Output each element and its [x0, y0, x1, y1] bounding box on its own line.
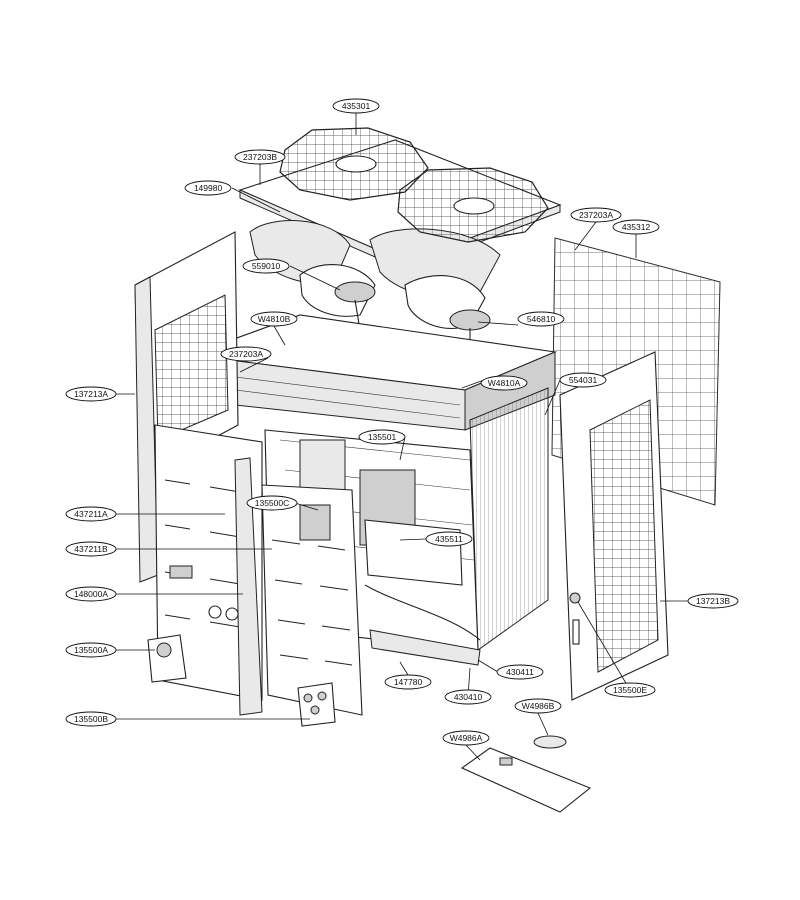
callout-237203A-mid-text: 237203A	[229, 349, 263, 359]
callout-237203A-mid: 237203A	[220, 346, 272, 362]
callout-W4986A-text: W4986A	[450, 733, 483, 743]
callout-559010-text: 559010	[252, 261, 281, 271]
callout-237203B: 237203B	[234, 149, 286, 165]
callout-437211B-text: 437211B	[74, 544, 108, 554]
callout-135501: 135501	[358, 429, 406, 445]
callout-148000A-text: 148000A	[74, 589, 108, 599]
callout-237203B-text: 237203B	[243, 152, 277, 162]
callout-W4810B: W4810B	[250, 311, 298, 327]
callout-137213A-text: 137213A	[74, 389, 108, 399]
callout-135501-text: 135501	[368, 432, 397, 442]
callout-430411: 430411	[496, 664, 544, 680]
part-callouts: 435301 237203B 149980 237203A 435312 559…	[65, 98, 739, 746]
service-covers	[147, 634, 336, 727]
callout-135500A-text: 135500A	[74, 645, 108, 655]
rubber-pad	[533, 735, 567, 749]
callout-W4986B-text: W4986B	[522, 701, 555, 711]
base-plate	[460, 747, 592, 813]
callout-135500A: 135500A	[65, 642, 117, 658]
callout-435511: 435511	[425, 531, 473, 547]
callout-437211B: 437211B	[65, 541, 117, 557]
front-door-panel	[234, 457, 263, 716]
callout-546810: 546810	[517, 311, 565, 327]
callout-435511-text: 435511	[435, 534, 463, 544]
callout-149980: 149980	[184, 180, 232, 196]
callout-135500B: 135500B	[65, 711, 117, 727]
callout-435312: 435312	[612, 219, 660, 235]
callout-135500E: 135500E	[604, 682, 656, 698]
callout-437211A: 437211A	[65, 506, 117, 522]
callout-546810-text: 546810	[527, 314, 556, 324]
callout-435301: 435301	[332, 98, 380, 114]
callout-430410: 430410	[444, 689, 492, 705]
front-panel-right	[261, 484, 363, 716]
right-side-panel	[559, 351, 669, 701]
cabinet-body	[189, 314, 558, 666]
callout-554031: 554031	[559, 372, 607, 388]
callout-135500E-text: 135500E	[613, 685, 647, 695]
callout-430411-text: 430411	[506, 667, 534, 677]
callout-W4810A-text: W4810A	[488, 378, 521, 388]
callout-237203A-top: 237203A	[570, 207, 622, 223]
callout-W4810B-text: W4810B	[258, 314, 291, 324]
callout-137213B: 137213B	[687, 593, 739, 609]
callout-237203A-top-text: 237203A	[579, 210, 613, 220]
callout-147780-text: 147780	[394, 677, 423, 687]
callout-147780: 147780	[384, 674, 432, 690]
callout-437211A-text: 437211A	[74, 509, 108, 519]
callout-554031-text: 554031	[569, 375, 598, 385]
callout-W4986A: W4986A	[442, 730, 490, 746]
fan-guards	[279, 127, 549, 243]
callout-135500C: 135500C	[246, 495, 298, 511]
callout-149980-text: 149980	[194, 183, 223, 193]
left-side-panel	[134, 231, 239, 583]
callout-559010: 559010	[242, 258, 290, 274]
callout-135500C-text: 135500C	[255, 498, 290, 508]
callout-435312-text: 435312	[622, 222, 651, 232]
callout-148000A: 148000A	[65, 586, 117, 602]
fan-assembly	[249, 220, 501, 352]
callout-W4986B: W4986B	[514, 698, 562, 714]
callout-W4810A: W4810A	[480, 375, 528, 391]
callout-135500B-text: 135500B	[74, 714, 108, 724]
callout-137213B-text: 137213B	[696, 596, 730, 606]
callout-435301-text: 435301	[342, 101, 371, 111]
callout-430410-text: 430410	[454, 692, 483, 702]
callout-137213A: 137213A	[65, 386, 117, 402]
leader-lines	[114, 113, 690, 761]
